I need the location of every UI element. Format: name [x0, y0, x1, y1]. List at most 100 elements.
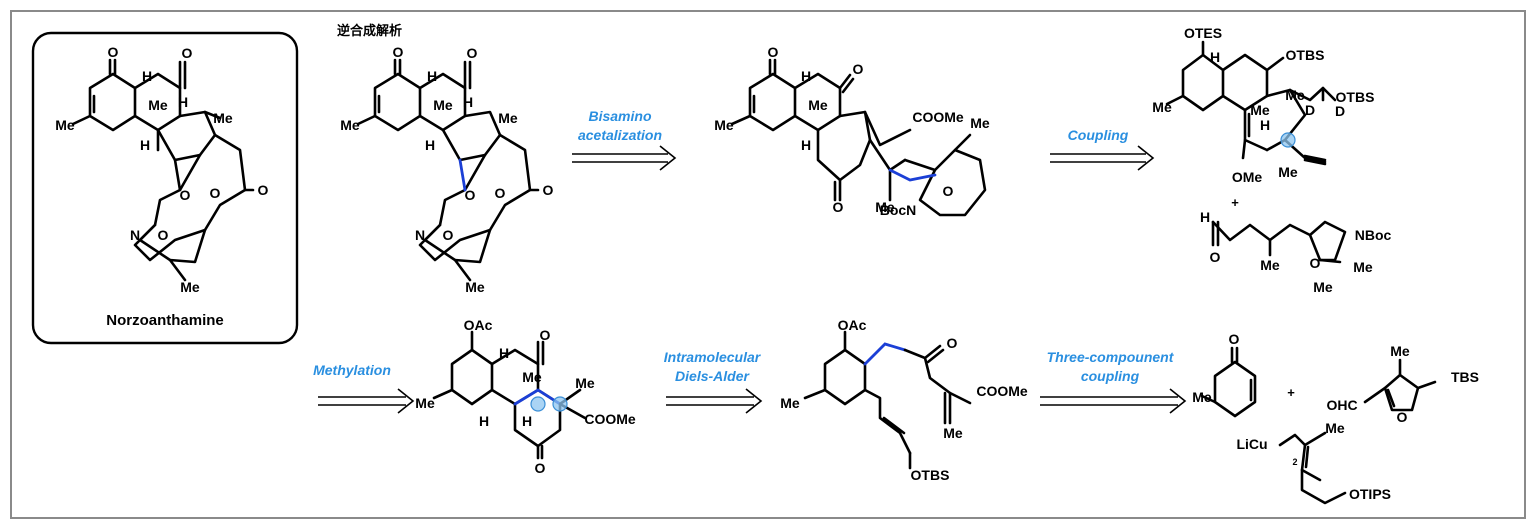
svg-text:Me: Me — [1353, 259, 1373, 275]
svg-text:OTBS: OTBS — [911, 467, 950, 483]
svg-text:Me: Me — [875, 199, 895, 215]
svg-text:OTBS: OTBS — [1286, 47, 1325, 63]
svg-text:O: O — [1229, 331, 1240, 347]
svg-text:O: O — [1310, 255, 1321, 271]
svg-text:coupling: coupling — [1081, 368, 1140, 384]
svg-text:Three-compounent: Three-compounent — [1047, 349, 1175, 365]
svg-text:Me: Me — [433, 97, 453, 113]
svg-text:Me: Me — [1192, 389, 1212, 405]
svg-text:N: N — [415, 227, 425, 243]
retro-arrow-2: Coupling — [1050, 127, 1155, 171]
svg-text:Me: Me — [1278, 164, 1298, 180]
structure-4: OAc H O Me Me Me COOMe H H O — [415, 317, 636, 476]
svg-text:O: O — [108, 44, 119, 60]
svg-text:O: O — [833, 199, 844, 215]
svg-text:NBoc: NBoc — [1355, 227, 1392, 243]
svg-text:LiCu: LiCu — [1236, 436, 1267, 452]
svg-text:O: O — [258, 182, 269, 198]
svg-text:Methylation: Methylation — [313, 362, 391, 378]
svg-text:Coupling: Coupling — [1068, 127, 1129, 143]
svg-text:O: O — [210, 185, 221, 201]
structure-2: O O H Me H COOMe Me Me O BocN O Me — [714, 44, 990, 218]
svg-text:2: 2 — [1292, 457, 1297, 467]
svg-text:OMe: OMe — [1232, 169, 1263, 185]
svg-text:D: D — [1335, 103, 1345, 119]
svg-text:OTES: OTES — [1184, 25, 1222, 41]
svg-text:H: H — [463, 94, 473, 110]
structure-6a: O Me — [1192, 331, 1257, 418]
svg-text:OTIPS: OTIPS — [1349, 486, 1391, 502]
svg-text:D: D — [1305, 102, 1315, 118]
svg-text:H: H — [522, 413, 532, 429]
svg-text:Me: Me — [575, 375, 595, 391]
svg-text:O: O — [393, 44, 404, 60]
svg-text:H: H — [801, 68, 811, 84]
svg-text:O: O — [947, 335, 958, 351]
svg-text:Me: Me — [415, 395, 435, 411]
svg-text:BocN: BocN — [880, 202, 917, 218]
svg-text:TBS: TBS — [1451, 369, 1479, 385]
svg-text:Me: Me — [498, 110, 518, 126]
svg-text:O: O — [1397, 409, 1408, 425]
svg-text:O: O — [853, 61, 864, 77]
svg-text:H: H — [140, 137, 150, 153]
svg-text:COOMe: COOMe — [976, 383, 1028, 399]
svg-text:H: H — [499, 345, 509, 361]
svg-text:+: + — [1231, 195, 1239, 210]
svg-text:Me: Me — [1152, 99, 1172, 115]
retro-arrow-4: Intramolecular Diels-Alder — [664, 349, 763, 414]
svg-text:O: O — [182, 45, 193, 61]
svg-text:OAc: OAc — [838, 317, 867, 333]
svg-text:Me: Me — [1325, 420, 1345, 436]
svg-text:H: H — [425, 137, 435, 153]
svg-text:Me: Me — [808, 97, 828, 113]
svg-text:H: H — [178, 94, 188, 110]
svg-text:O: O — [540, 327, 551, 343]
svg-text:Me: Me — [1260, 257, 1280, 273]
svg-text:COOMe: COOMe — [912, 109, 964, 125]
svg-text:Me: Me — [970, 115, 990, 131]
svg-text:Me: Me — [943, 425, 963, 441]
svg-text:H: H — [1200, 209, 1210, 225]
structure-6b: Me TBS OHC O — [1326, 343, 1479, 425]
svg-text:Me: Me — [1390, 343, 1410, 359]
svg-text:O: O — [543, 182, 554, 198]
svg-text:O: O — [768, 44, 779, 60]
svg-text:H: H — [427, 68, 437, 84]
svg-text:Intramolecular: Intramolecular — [664, 349, 762, 365]
svg-text:O: O — [467, 45, 478, 61]
svg-text:Me: Me — [1250, 102, 1270, 118]
svg-text:O: O — [158, 227, 169, 243]
svg-text:H: H — [1260, 117, 1270, 133]
structure-6c: LiCu Me 2 OTIPS — [1236, 420, 1391, 505]
svg-text:H: H — [1210, 49, 1220, 65]
structure-1: O O H Me H Me H Me O O O N O Me — [340, 44, 553, 295]
svg-text:H: H — [801, 137, 811, 153]
svg-text:acetalization: acetalization — [578, 127, 662, 143]
svg-text:Diels-Alder: Diels-Alder — [675, 368, 750, 384]
target-name: Norzoanthamine — [106, 312, 224, 329]
structure-3a: OTES H OTBS Me Me OTBS D D Me H Me OMe — [1152, 25, 1374, 185]
svg-text:O: O — [535, 460, 546, 476]
svg-text:Me: Me — [148, 97, 168, 113]
svg-text:Me: Me — [780, 395, 800, 411]
retro-arrow-1: Bisamino acetalization — [572, 108, 677, 171]
svg-text:Me: Me — [1313, 279, 1333, 295]
svg-text:+: + — [1287, 385, 1295, 400]
svg-text:Me: Me — [55, 117, 75, 133]
svg-text:H: H — [479, 413, 489, 429]
svg-text:COOMe: COOMe — [584, 411, 636, 427]
svg-text:O: O — [443, 227, 454, 243]
svg-text:O: O — [943, 183, 954, 199]
structure-5: OAc O COOMe Me Me OTBS — [780, 317, 1028, 483]
svg-text:OTBS: OTBS — [1336, 89, 1375, 105]
section-title: 逆合成解析 — [337, 23, 402, 39]
svg-text:Me: Me — [465, 279, 485, 295]
svg-text:O: O — [1210, 249, 1221, 265]
svg-text:Me: Me — [213, 110, 233, 126]
svg-text:O: O — [180, 187, 191, 203]
svg-text:OAc: OAc — [464, 317, 493, 333]
target-molecule: O O H Me H Me H Me O O O N O Me — [55, 44, 268, 295]
svg-text:H: H — [142, 68, 152, 84]
